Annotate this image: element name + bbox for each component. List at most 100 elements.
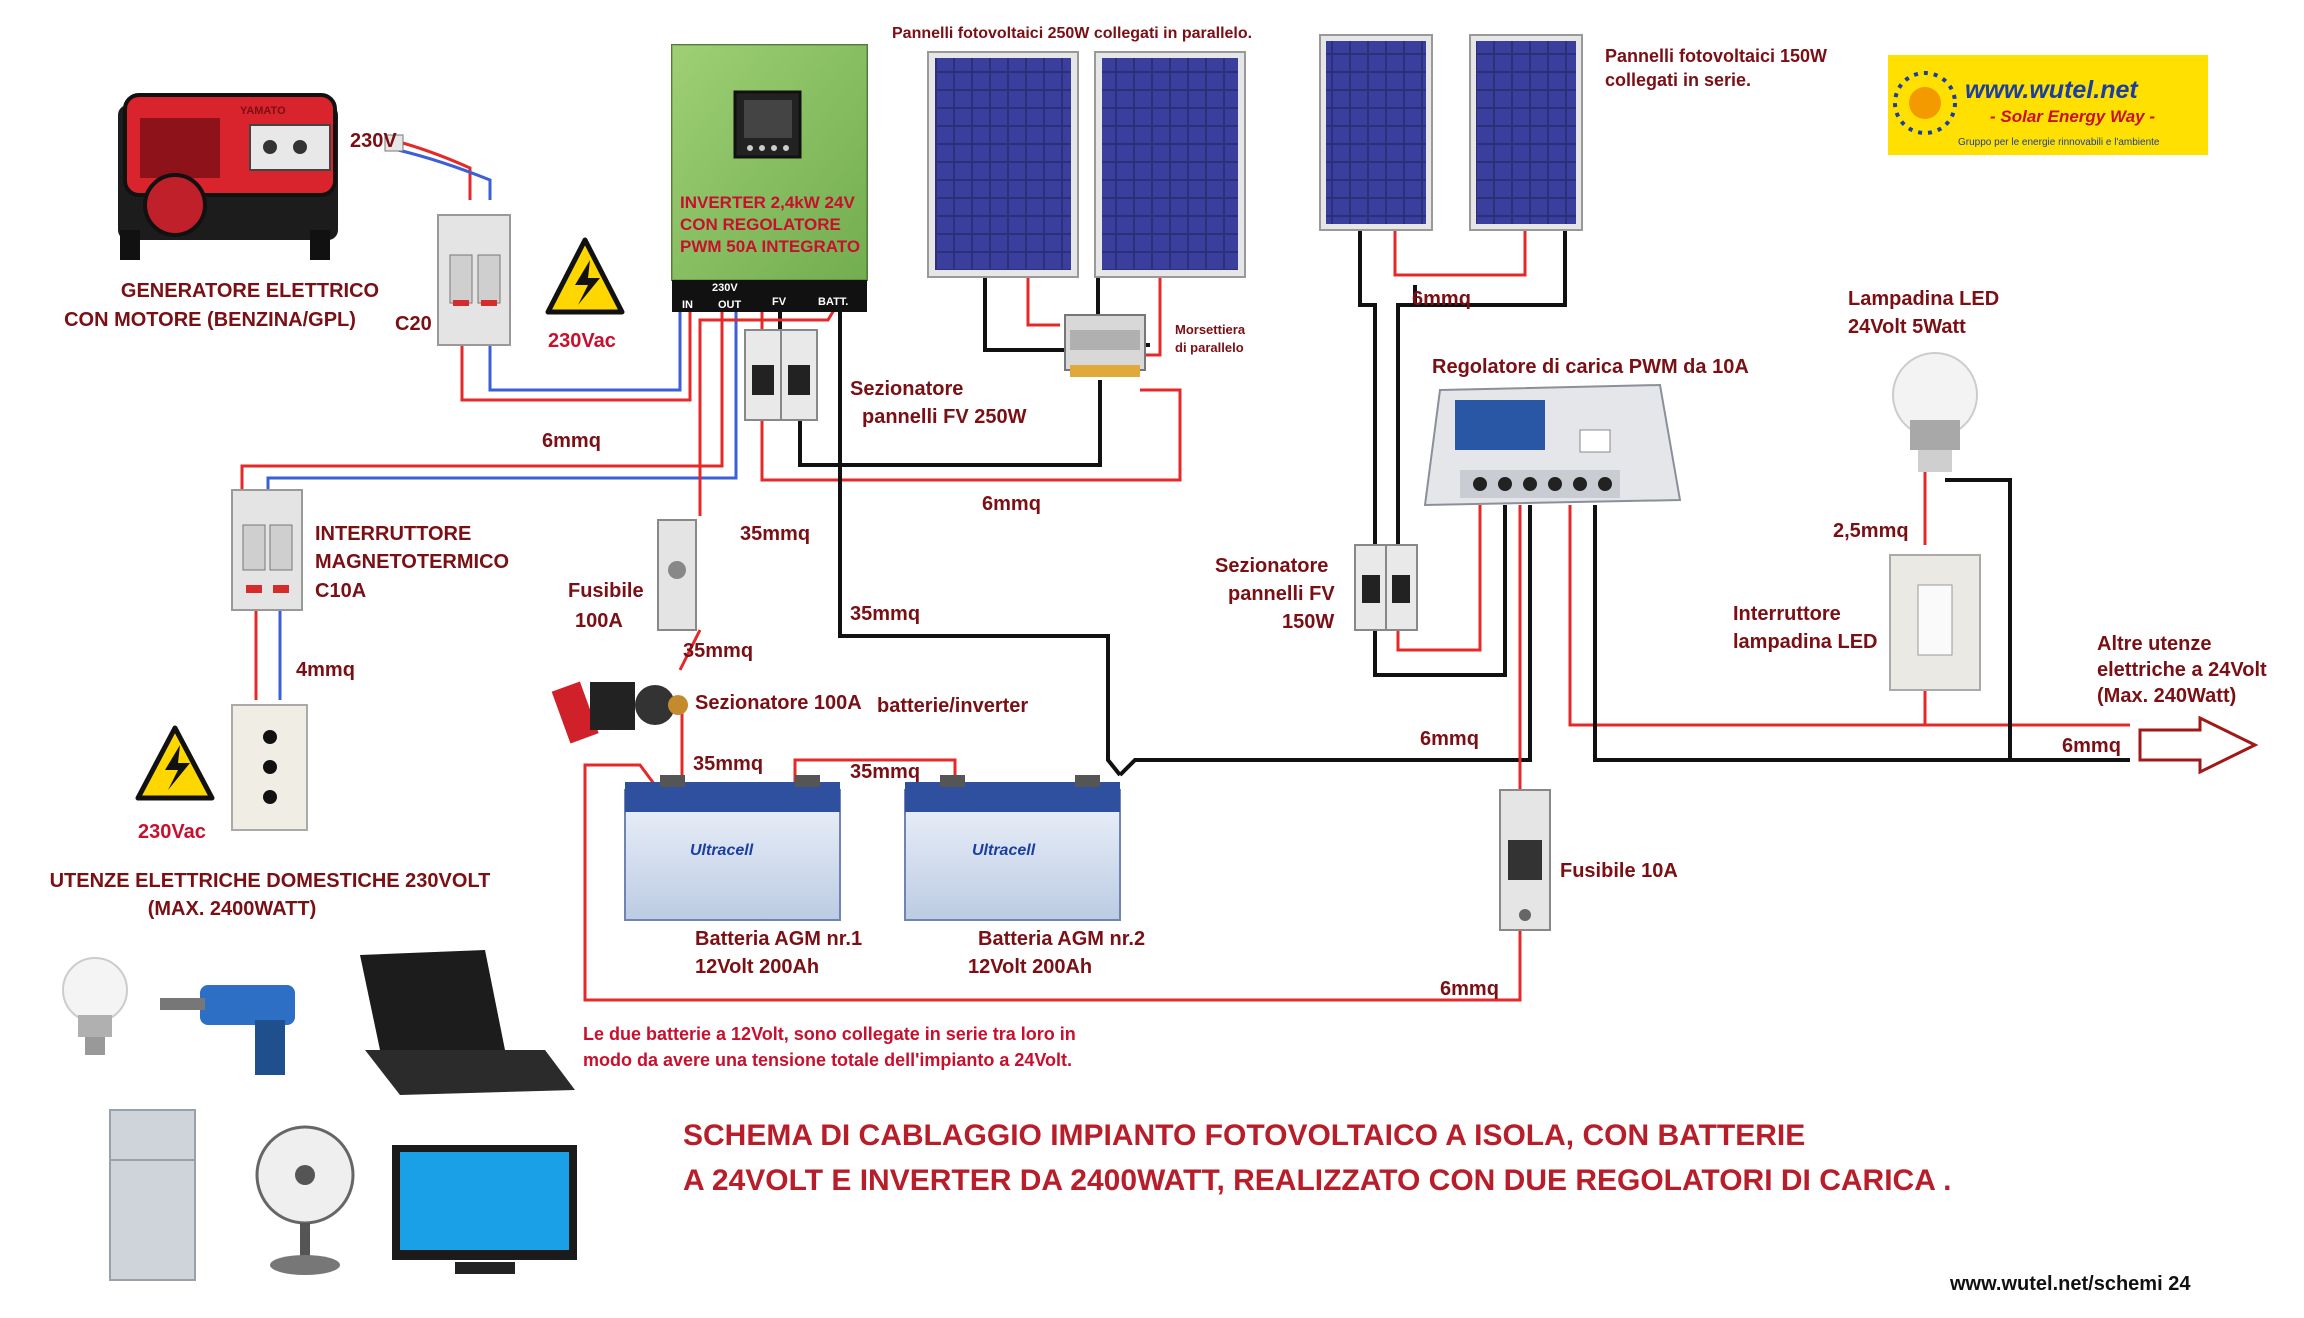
warn-230-top: 230Vac: [548, 330, 616, 352]
magneto-label-1: INTERRUTTORE: [315, 523, 471, 545]
wires: [240, 138, 2130, 1002]
gen-voltage-label: 230V: [350, 130, 397, 152]
wire-p150-out: [1410, 230, 1567, 307]
wire-label-35mmq-2: 35mmq: [850, 603, 920, 625]
wire-sez250-black: [798, 380, 1102, 467]
batt1-label-1: Batteria AGM nr.1: [695, 928, 862, 950]
fuse100-label-2: 100A: [575, 610, 623, 632]
disconnector-150: [1354, 544, 1418, 631]
wire-gen-red: [391, 138, 472, 200]
terminal-block: [1064, 314, 1146, 377]
wire-fuse100: [678, 629, 702, 671]
wire-label-6mmq-1: 6mmq: [542, 430, 601, 452]
wire-reg-load-red: [1568, 505, 2130, 727]
panels-150-label-1: Pannelli fotovoltaici 150W: [1605, 46, 1827, 66]
battery-1-brand: Ultracell: [690, 842, 754, 859]
wire-p150-black: [1358, 230, 1377, 545]
socket-warn-label: 230Vac: [138, 821, 206, 843]
fridge-icon: [109, 1109, 196, 1281]
sez-150-label-2: pannelli FV: [1228, 583, 1335, 605]
fan-icon: [255, 1125, 355, 1275]
fuse-100a: [657, 519, 697, 631]
tv-icon: [392, 1145, 577, 1274]
wire-sez250-red: [760, 388, 1182, 482]
sun-icon: [1893, 71, 1957, 135]
wire-sez150-red: [1396, 505, 1482, 652]
wire-p1-black: [983, 275, 1080, 352]
wire-p150-b2: [1396, 285, 1417, 545]
fuse10-label: Fusibile 10A: [1560, 860, 1678, 882]
breaker-c20-label: C20: [395, 313, 432, 335]
solar-panel-250-2: [1094, 51, 1246, 278]
panels-150-label-2: collegati in serie.: [1605, 70, 1751, 90]
fuse100-label-1: Fusibile: [568, 580, 644, 602]
wire-sez150-black: [1373, 505, 1507, 677]
solar-panel-250-1: [927, 51, 1079, 278]
warning-icon-2: [135, 725, 215, 801]
wall-switch: [1889, 554, 1981, 691]
logo-sub: Gruppo per le energie rinnovabili e l'am…: [1958, 137, 2160, 148]
wire-p150-series: [1393, 230, 1527, 277]
page-title-1: SCHEMA DI CABLAGGIO IMPIANTO FOTOVOLTAIC…: [683, 1119, 1805, 1152]
other-loads-1: Altre utenze: [2097, 633, 2211, 655]
inverter-label-1: INVERTER 2,4kW 24V: [680, 193, 855, 212]
logo-site: www.wutel.net: [1965, 76, 2139, 104]
utenze-label-1: UTENZE ELETTRICHE DOMESTICHE 230VOLT: [50, 870, 491, 892]
wire-label-6mmq-4: 6mmq: [1420, 728, 1479, 750]
inverter-label-3: PWM 50A INTEGRATO: [680, 237, 860, 256]
battery-disconnect-switch: [551, 681, 688, 744]
generator-label-2: CON MOTORE (BENZINA/GPL): [64, 309, 356, 331]
other-loads-2: elettriche a 24Volt: [2097, 659, 2267, 681]
wire-label-6mmq-3: 6mmq: [1412, 288, 1471, 310]
batt-inv-label: batterie/inverter: [877, 695, 1028, 717]
wire-loop-red: [583, 763, 1522, 1002]
arrow-right-icon: [2138, 715, 2259, 775]
wire-batt-neg: [838, 300, 1122, 777]
sez-250-label-1: Sezionatore: [850, 378, 963, 400]
wire-label-35mmq-5: 35mmq: [850, 761, 920, 783]
generator-brand: YAMATO: [240, 105, 286, 117]
batt-note-2: modo da avere una tensione totale dell'i…: [583, 1050, 1072, 1070]
lamp-label-1: Lampadina LED: [1848, 288, 1999, 310]
magneto-label-3: C10A: [315, 580, 366, 602]
solar-panel-150-1: [1319, 34, 1433, 231]
generator-label-1: GENERATORE ELETTRICO: [121, 280, 379, 302]
logo-tagline: - Solar Energy Way -: [1990, 107, 2155, 126]
wire-reg-load-black: [1593, 505, 2130, 762]
inverter-port-v: 230V: [712, 282, 738, 294]
morsettiera-label-1: Morsettiera: [1175, 322, 1246, 337]
generator: YAMATO: [118, 93, 404, 260]
sez-250-label-2: pannelli FV 250W: [862, 406, 1027, 428]
wire-c20-in-blue: [488, 300, 682, 392]
morsettiera-label-2: di parallelo: [1175, 340, 1244, 355]
drill-icon: [160, 985, 295, 1075]
breaker-c20: [437, 214, 511, 346]
warning-icon: [545, 237, 625, 315]
batt2-label-1: Batteria AGM nr.2: [978, 928, 1145, 950]
switch-label-2: lampadina LED: [1733, 631, 1877, 653]
reg-10a-label: Regolatore di carica PWM da 10A: [1432, 356, 1749, 378]
disconnector-250: [744, 329, 818, 421]
batt1-label-2: 12Volt 200Ah: [695, 956, 819, 978]
inverter-port-batt: BATT.: [818, 296, 848, 308]
wire-p1-red: [1026, 275, 1060, 327]
wall-socket: [231, 704, 308, 831]
wire-label-6mmq-2: 6mmq: [982, 493, 1041, 515]
battery-1: [624, 775, 841, 921]
wire-label-4mmq: 4mmq: [296, 659, 355, 681]
wire-out-red: [240, 300, 724, 490]
inverter-port-in: IN: [682, 299, 693, 311]
wire-label-6mmq-5: 6mmq: [2062, 735, 2121, 757]
wire-label-35mmq-4: 35mmq: [693, 753, 763, 775]
wire-c20-in-red: [460, 300, 692, 402]
wire-lamp-neg: [1945, 478, 2012, 760]
charge-regulator: [1423, 383, 1682, 507]
wire-p2-red: [1140, 275, 1162, 357]
sez-150-label-1: Sezionatore: [1215, 555, 1328, 577]
footer-url: www.wutel.net/schemi 24: [1949, 1273, 2191, 1295]
inverter-label-2: CON REGOLATORE: [680, 215, 841, 234]
fuse-10a: [1499, 789, 1551, 931]
appliance-bulb-icon: [62, 957, 128, 1055]
wire-gen-blue: [397, 148, 492, 200]
